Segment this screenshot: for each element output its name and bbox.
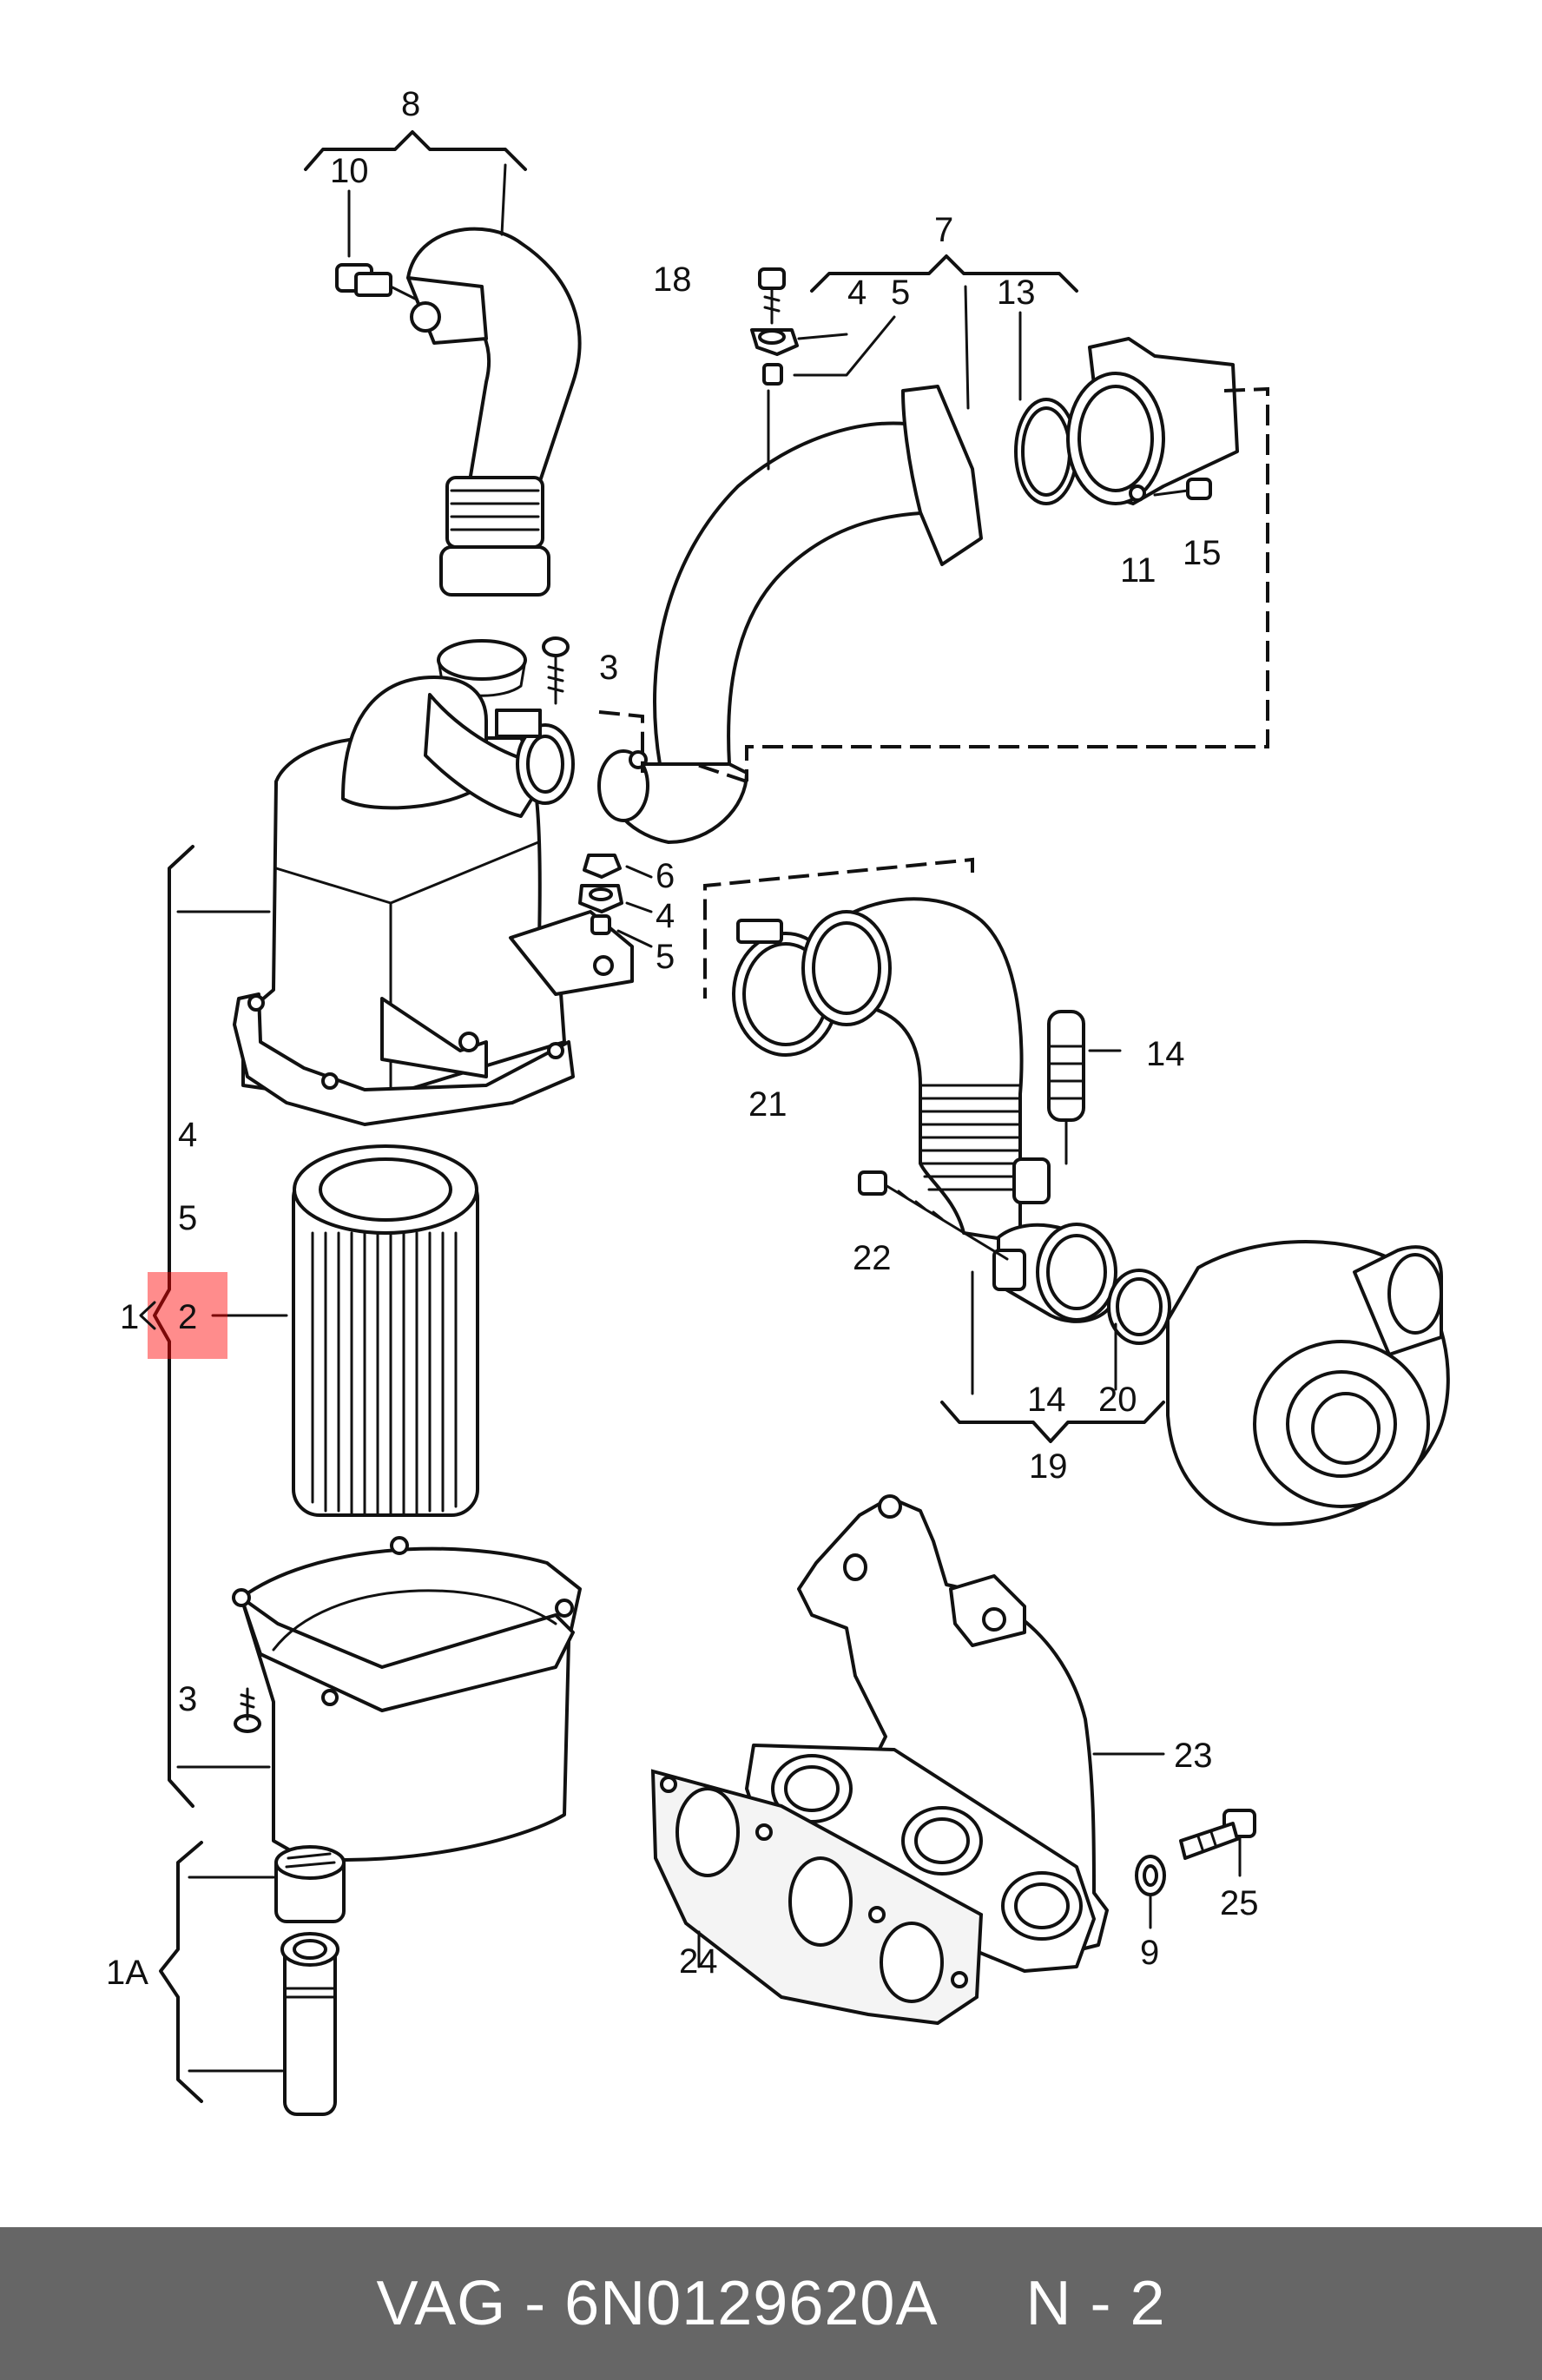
washer-5-mid bbox=[590, 914, 611, 935]
callout-8: 8 bbox=[401, 85, 420, 123]
footer-bar: VAG - 6N0129620A N - 2 bbox=[0, 2227, 1542, 2380]
intake-hose-upper bbox=[406, 227, 582, 597]
seal-ring-upper bbox=[437, 639, 527, 681]
bracket-8 bbox=[304, 130, 527, 171]
bracket-1 bbox=[153, 845, 194, 1808]
callout-7: 7 bbox=[934, 211, 953, 249]
connector-pipe bbox=[992, 1223, 1117, 1323]
air-filter-housing-upper bbox=[233, 676, 634, 1126]
callout-21: 21 bbox=[748, 1085, 787, 1124]
callout-25: 25 bbox=[1220, 1884, 1259, 1922]
callout-6: 6 bbox=[656, 857, 675, 895]
callout-4-upper: 4 bbox=[847, 274, 867, 312]
charge-air-pipe bbox=[597, 385, 983, 844]
callout-4-mid: 4 bbox=[656, 897, 675, 935]
callout-1: 1 bbox=[120, 1298, 139, 1336]
highlight-callout-2 bbox=[148, 1272, 227, 1359]
callout-23: 23 bbox=[1174, 1737, 1213, 1775]
callout-3-upper: 3 bbox=[599, 649, 618, 687]
tube-1A bbox=[280, 1932, 339, 2116]
callout-4-left: 4 bbox=[178, 1116, 197, 1154]
callout-5-upper: 5 bbox=[891, 274, 910, 312]
screw-15 bbox=[1153, 478, 1212, 500]
callout-10: 10 bbox=[330, 152, 369, 190]
nut-6 bbox=[583, 854, 622, 879]
callout-19: 19 bbox=[1029, 1447, 1068, 1486]
hose-nipple-14 bbox=[1047, 1010, 1122, 1165]
callout-14-lower: 14 bbox=[1027, 1381, 1066, 1419]
air-filter-element bbox=[292, 1144, 479, 1517]
maf-sensor-11 bbox=[1066, 337, 1239, 505]
turbocharger bbox=[1166, 1240, 1450, 1526]
dashed-leader-upper bbox=[598, 386, 1269, 783]
dashed-leader-mid bbox=[703, 857, 974, 999]
callout-20: 20 bbox=[1098, 1381, 1137, 1419]
bracket-1A bbox=[159, 1841, 203, 2103]
callout-24: 24 bbox=[679, 1942, 718, 1981]
air-filter-housing-lower bbox=[232, 1536, 582, 1862]
callout-5-left: 5 bbox=[178, 1199, 197, 1237]
elbow-pipe bbox=[424, 693, 575, 818]
callout-9: 9 bbox=[1140, 1934, 1159, 1972]
bracket-19 bbox=[940, 1401, 1165, 1443]
bolt-18 bbox=[758, 267, 786, 325]
callout-3-lower: 3 bbox=[178, 1680, 197, 1718]
gasket-24 bbox=[650, 1769, 984, 2026]
o-ring-13-inner bbox=[1021, 406, 1071, 497]
bracket-7 bbox=[810, 254, 1078, 293]
callout-11: 11 bbox=[1120, 551, 1156, 590]
screw-3-upper bbox=[542, 636, 570, 705]
exhaust-manifold bbox=[745, 1494, 1165, 1973]
nut-4-mid bbox=[578, 884, 623, 913]
screw-3-lower bbox=[234, 1687, 261, 1733]
turbo-inlet-hose bbox=[801, 897, 1051, 1243]
bolt-22 bbox=[858, 1170, 1009, 1261]
callout-18: 18 bbox=[653, 260, 692, 299]
callout-22: 22 bbox=[853, 1239, 892, 1277]
bolt-25 bbox=[1179, 1809, 1256, 1877]
callout-14-upper: 14 bbox=[1146, 1035, 1185, 1073]
washer-5-upper bbox=[762, 363, 783, 386]
callout-1A: 1A bbox=[106, 1954, 148, 1992]
callout-2: 2 bbox=[178, 1298, 197, 1336]
sensor-10 bbox=[335, 263, 418, 301]
nut-4-upper bbox=[750, 328, 799, 356]
callout-5-mid: 5 bbox=[656, 938, 675, 976]
cap-1A bbox=[274, 1845, 346, 1923]
callout-15: 15 bbox=[1183, 534, 1222, 572]
exploded-parts-diagram: 8 10 7 18 4 5 13 3 11 15 6 4 5 4 5 1 2 1… bbox=[106, 85, 1450, 2116]
part-number-caption: VAG - 6N0129620A N - 2 bbox=[376, 2269, 1166, 2338]
callout-13: 13 bbox=[997, 274, 1036, 312]
